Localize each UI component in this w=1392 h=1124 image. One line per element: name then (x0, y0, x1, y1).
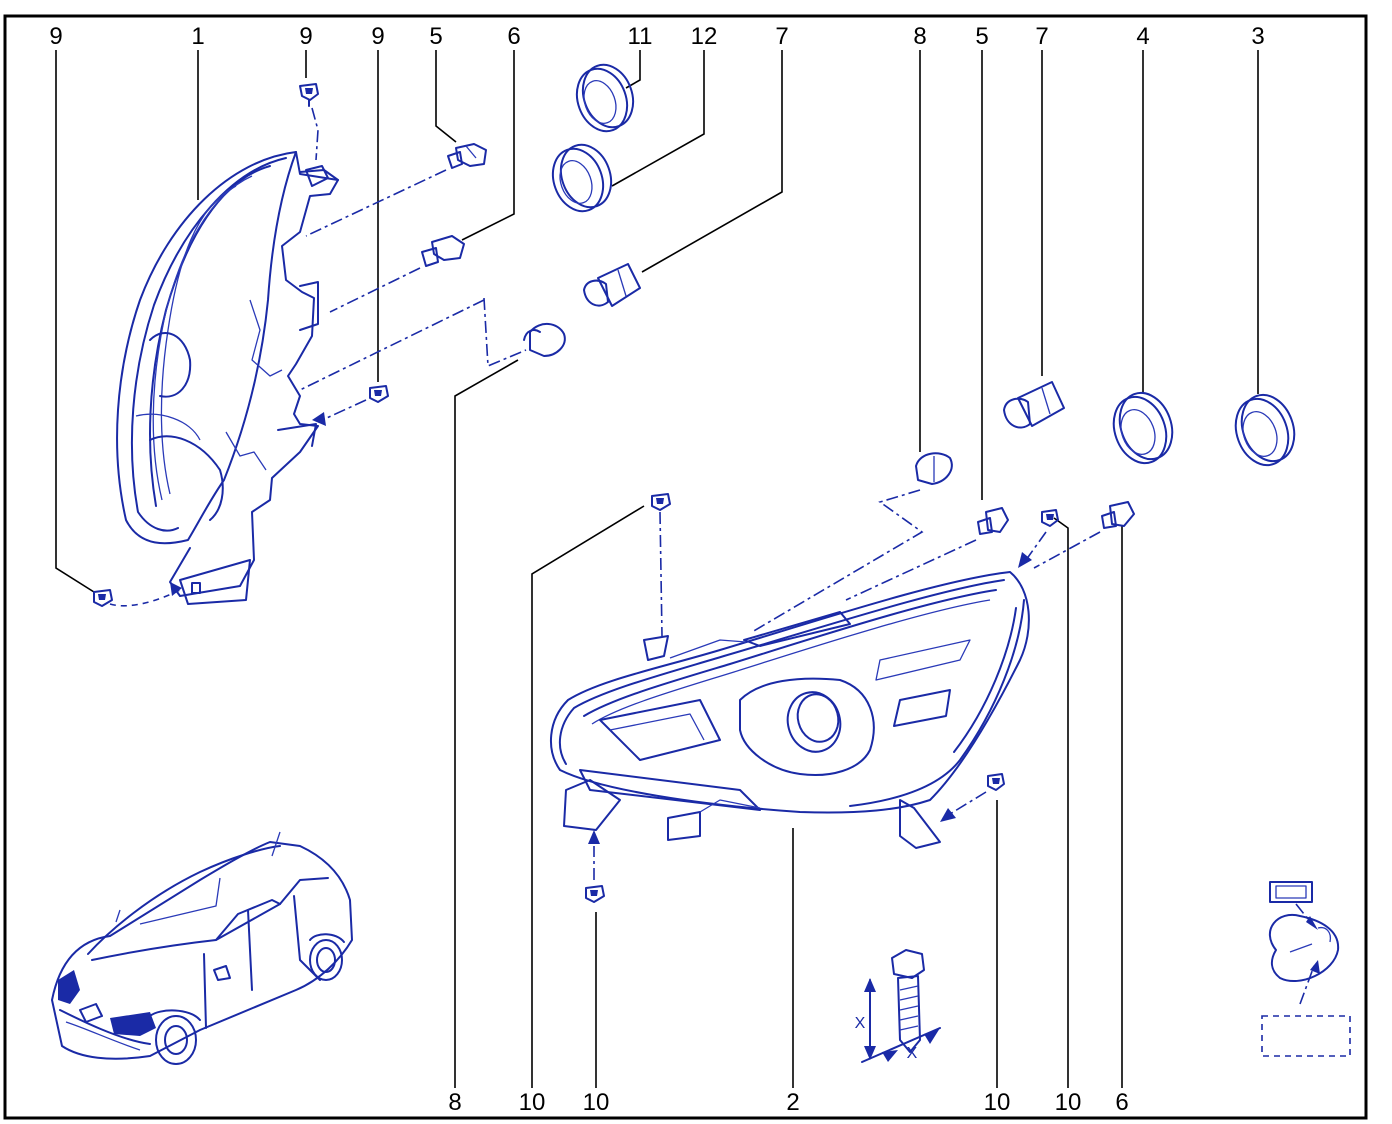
sealing-ring-12 (551, 143, 613, 213)
callout-top-9c: 9 (371, 23, 384, 50)
right-headlamp-unit (550, 571, 1030, 849)
bulb-holder-7-left (583, 263, 641, 307)
callout-top-9b: 9 (299, 23, 312, 50)
callout-bottom-10a: 10 (519, 1089, 546, 1116)
diagram-frame (3, 14, 1368, 1120)
callout-top-8: 8 (913, 23, 926, 50)
clip-10-top (651, 493, 671, 511)
callout-top-9a: 9 (49, 23, 62, 50)
bolt-dimension-detail: X X (855, 949, 941, 1063)
callout-bottom-10d: 10 (1055, 1089, 1082, 1116)
callout-top-11: 11 (628, 23, 653, 50)
callout-top-3: 3 (1251, 23, 1264, 50)
callout-top-7b: 7 (1035, 23, 1048, 50)
callout-bottom-10c: 10 (984, 1089, 1011, 1116)
bulb-6-right (1101, 501, 1135, 529)
bulb-detail-inset (1261, 881, 1351, 1057)
bulb-6-left (421, 235, 465, 267)
callout-top-6a: 6 (507, 23, 520, 50)
callout-bottom-2: 2 (786, 1089, 799, 1116)
leader-lines (55, 50, 1259, 1088)
clip-10-lower-right (987, 773, 1005, 791)
bulb-holder-7-right (1003, 381, 1065, 429)
bolt-dim-label-x-vertical: X (855, 1015, 866, 1032)
callout-top-5a: 5 (429, 23, 442, 50)
left-headlamp-unit (116, 151, 339, 605)
bulb-5-left (447, 143, 487, 169)
right-small-parts (585, 381, 1296, 903)
callout-bottom-10b: 10 (583, 1089, 610, 1116)
callout-top-12: 12 (691, 23, 718, 50)
callout-bottom-6: 6 (1115, 1089, 1128, 1116)
clip-9-bottom (93, 589, 113, 607)
sealing-ring-11 (575, 63, 635, 133)
bulb-5-right (977, 507, 1009, 535)
clip-10-upper (1041, 509, 1059, 527)
sealing-ring-4 (1112, 391, 1174, 465)
left-small-parts (93, 83, 566, 607)
clip-9-top (299, 83, 319, 107)
sealing-ring-3 (1234, 393, 1296, 467)
clip-10-bottom (585, 885, 605, 903)
bulb-8-right (915, 452, 953, 485)
callout-top-1: 1 (191, 23, 204, 50)
callout-top-5b: 5 (975, 23, 988, 50)
clip-9-mid (369, 385, 389, 403)
bolt-dim-label-x-angle: X (907, 1045, 918, 1062)
vehicle-location-illustration (51, 831, 353, 1065)
bulb-8-left (523, 323, 566, 357)
top-callouts: 9 1 9 9 5 6 11 12 7 8 5 7 4 3 (49, 23, 1264, 50)
callout-top-4: 4 (1136, 23, 1149, 50)
callout-top-7a: 7 (775, 23, 788, 50)
bottom-callouts: 8 10 10 2 10 10 6 (448, 1089, 1128, 1116)
callout-bottom-8: 8 (448, 1089, 461, 1116)
